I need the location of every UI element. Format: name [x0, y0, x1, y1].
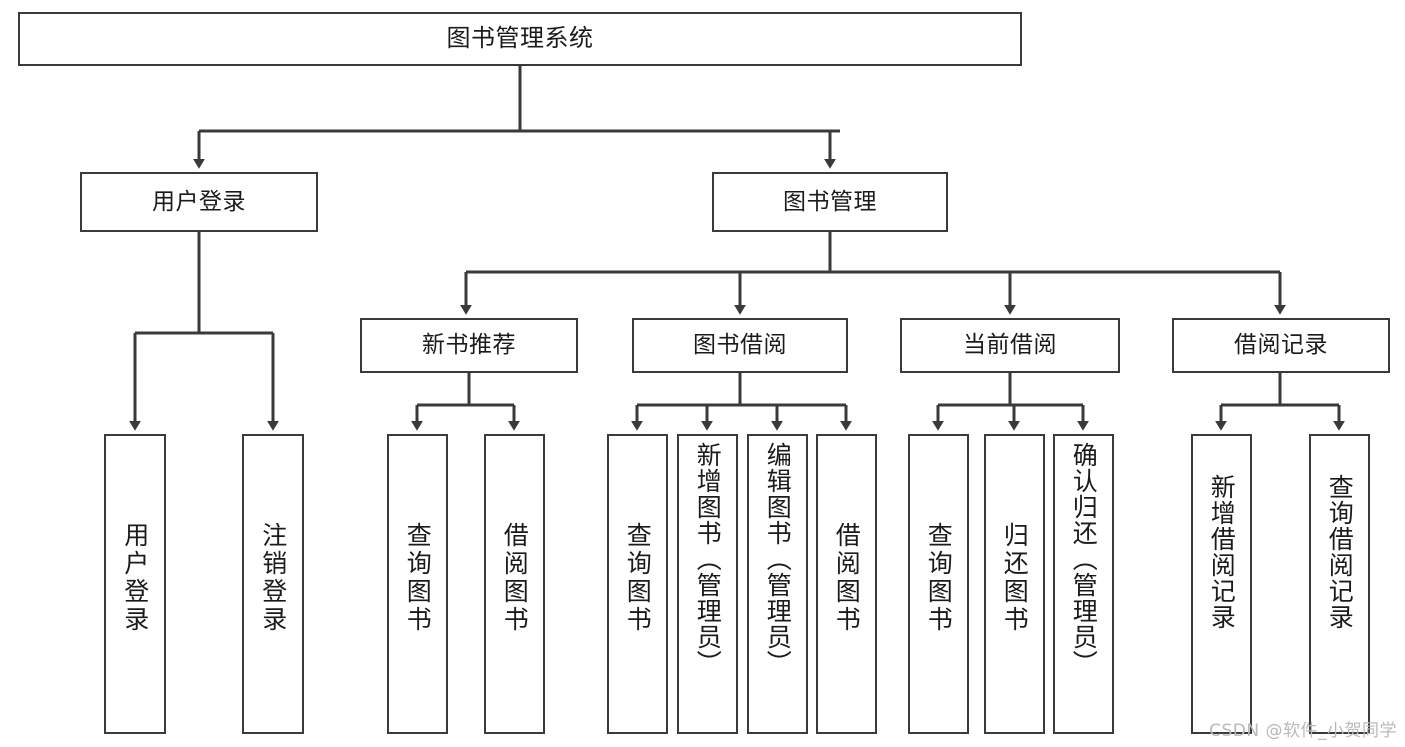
node-leaf-user-logout[interactable]: 注销登录: [242, 434, 304, 734]
node-label: 确认归还（管理员）: [1069, 442, 1099, 676]
node-leaf-borrow-book-2[interactable]: 借阅图书: [816, 434, 877, 734]
node-label: 用户登录: [120, 522, 150, 634]
node-label: 借阅图书: [500, 522, 530, 634]
node-label: 归还图书: [1000, 522, 1030, 634]
node-label: 图书借阅: [693, 332, 787, 359]
node-leaf-add-book[interactable]: 新增图书（管理员）: [677, 434, 738, 734]
node-leaf-confirm-return[interactable]: 确认归还（管理员）: [1053, 434, 1114, 734]
node-borrow-record[interactable]: 借阅记录: [1172, 318, 1390, 373]
node-leaf-return-book[interactable]: 归还图书: [984, 434, 1045, 734]
node-label: 新增借阅记录: [1207, 474, 1237, 630]
node-label: 借阅记录: [1234, 332, 1328, 359]
node-book-manage[interactable]: 图书管理: [712, 172, 948, 232]
node-label: 新增图书（管理员）: [693, 442, 723, 676]
node-new-book-rec[interactable]: 新书推荐: [360, 318, 578, 373]
node-label: 查询图书: [623, 522, 653, 634]
node-label: 用户登录: [152, 188, 246, 215]
node-leaf-query-book-2[interactable]: 查询图书: [607, 434, 668, 734]
node-label: 查询图书: [403, 522, 433, 634]
node-label: 编辑图书（管理员）: [763, 442, 793, 676]
node-label: 图书管理系统: [446, 24, 594, 53]
node-leaf-query-book-3[interactable]: 查询图书: [908, 434, 969, 734]
node-label: 图书管理: [783, 188, 877, 215]
node-leaf-borrow-book-1[interactable]: 借阅图书: [484, 434, 545, 734]
node-book-borrow[interactable]: 图书借阅: [632, 318, 848, 373]
node-leaf-edit-book[interactable]: 编辑图书（管理员）: [747, 434, 808, 734]
node-user-login[interactable]: 用户登录: [80, 172, 318, 232]
node-leaf-query-record[interactable]: 查询借阅记录: [1309, 434, 1370, 734]
node-leaf-query-book-1[interactable]: 查询图书: [387, 434, 448, 734]
node-leaf-add-record[interactable]: 新增借阅记录: [1191, 434, 1252, 734]
node-label: 查询图书: [924, 522, 954, 634]
node-label: 新书推荐: [422, 332, 516, 359]
node-current-borrow[interactable]: 当前借阅: [900, 318, 1120, 373]
node-label: 查询借阅记录: [1325, 474, 1355, 630]
csdn-watermark: CSDN @软件_小贺同学: [1209, 721, 1397, 741]
node-root-system[interactable]: 图书管理系统: [18, 12, 1022, 66]
node-leaf-user-login[interactable]: 用户登录: [104, 434, 166, 734]
node-label: 当前借阅: [963, 332, 1057, 359]
node-label: 注销登录: [258, 522, 288, 634]
node-label: 借阅图书: [832, 522, 862, 634]
